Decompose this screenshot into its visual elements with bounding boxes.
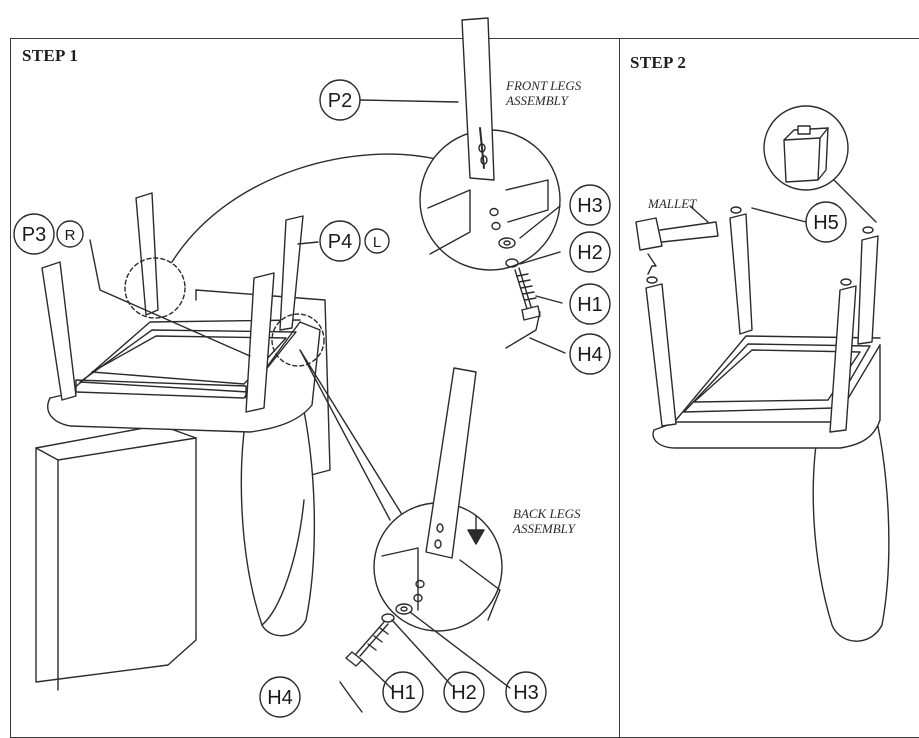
step1-title: STEP 1	[22, 46, 79, 65]
label-h2-back: H2	[451, 682, 477, 704]
step2-title: STEP 2	[630, 53, 687, 72]
front-legs-line1: FRONT LEGS	[506, 78, 582, 93]
front-detail-connector	[171, 153, 441, 263]
leader-lines	[89, 99, 807, 690]
label-h3-front: H3	[577, 195, 603, 217]
front-hardware	[498, 237, 541, 349]
back-legs-line1: BACK LEGS	[513, 506, 581, 521]
label-h4-back: H4	[267, 687, 293, 709]
mallet	[635, 205, 719, 275]
label-h1-front: H1	[577, 294, 603, 316]
support-box	[35, 289, 331, 691]
front-leg-detail	[419, 17, 561, 271]
back-legs-line2: ASSEMBLY	[513, 521, 575, 536]
label-h2-front: H2	[577, 242, 603, 264]
chair-seat	[47, 319, 321, 433]
label-p2: P2	[328, 90, 352, 112]
label-h1-back: H1	[390, 682, 416, 704]
back-leg-detail-marker	[271, 313, 325, 367]
chair-step2	[645, 206, 890, 642]
label-h4-front: H4	[577, 344, 603, 366]
back-leg-detail	[373, 367, 503, 632]
front-legs-assembly-label: FRONT LEGS ASSEMBLY	[506, 78, 581, 108]
label-circles	[13, 79, 847, 718]
chair-backrest	[240, 391, 316, 637]
chair-legs-step1	[41, 192, 304, 413]
label-p3-side: R	[65, 227, 76, 244]
leg-cap-detail	[763, 105, 877, 223]
label-p3: P3	[22, 224, 46, 246]
front-leg-detail-marker	[124, 257, 186, 319]
mallet-label: MALLET	[648, 196, 697, 211]
label-h5: H5	[813, 212, 839, 234]
back-legs-assembly-label: BACK LEGS ASSEMBLY	[513, 506, 581, 536]
label-p4-side: L	[373, 234, 381, 251]
label-h3-back: H3	[513, 682, 539, 704]
front-legs-line2: ASSEMBLY	[506, 93, 568, 108]
back-hardware	[339, 603, 413, 713]
label-p4: P4	[328, 231, 352, 253]
